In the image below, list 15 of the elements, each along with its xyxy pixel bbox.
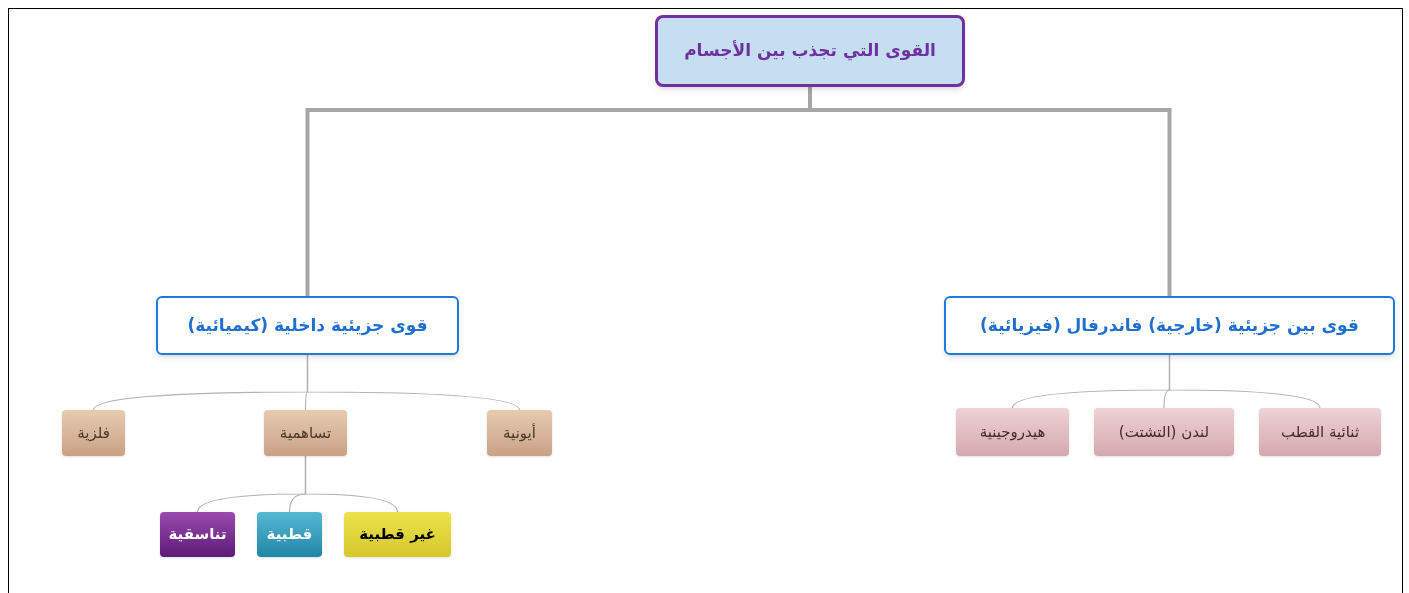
subtype-box: غير قطبية [344, 512, 451, 557]
connector-line [196, 455, 307, 513]
category-box: قوى جزيئية داخلية (كيميائية) [156, 296, 459, 355]
connector-line [92, 354, 309, 411]
subtype-box: تناسقية [160, 512, 235, 557]
type-box: لندن (التشتت) [1094, 408, 1234, 456]
category-box: قوى بين جزيئية (خارجية) فاندرفال (فيزيائية) [944, 296, 1395, 355]
type-box: هيدروجينية [956, 408, 1069, 456]
type-box: تساهمية [264, 410, 347, 456]
type-box: ثنائية القطب [1259, 408, 1381, 456]
type-box: أيونية [487, 410, 552, 456]
connector-line [1011, 354, 1171, 409]
subtype-box: قطبية [257, 512, 322, 557]
root-box: القوى التي تجذب بين الأجسام [655, 15, 965, 87]
type-box: فلزية [62, 410, 125, 456]
